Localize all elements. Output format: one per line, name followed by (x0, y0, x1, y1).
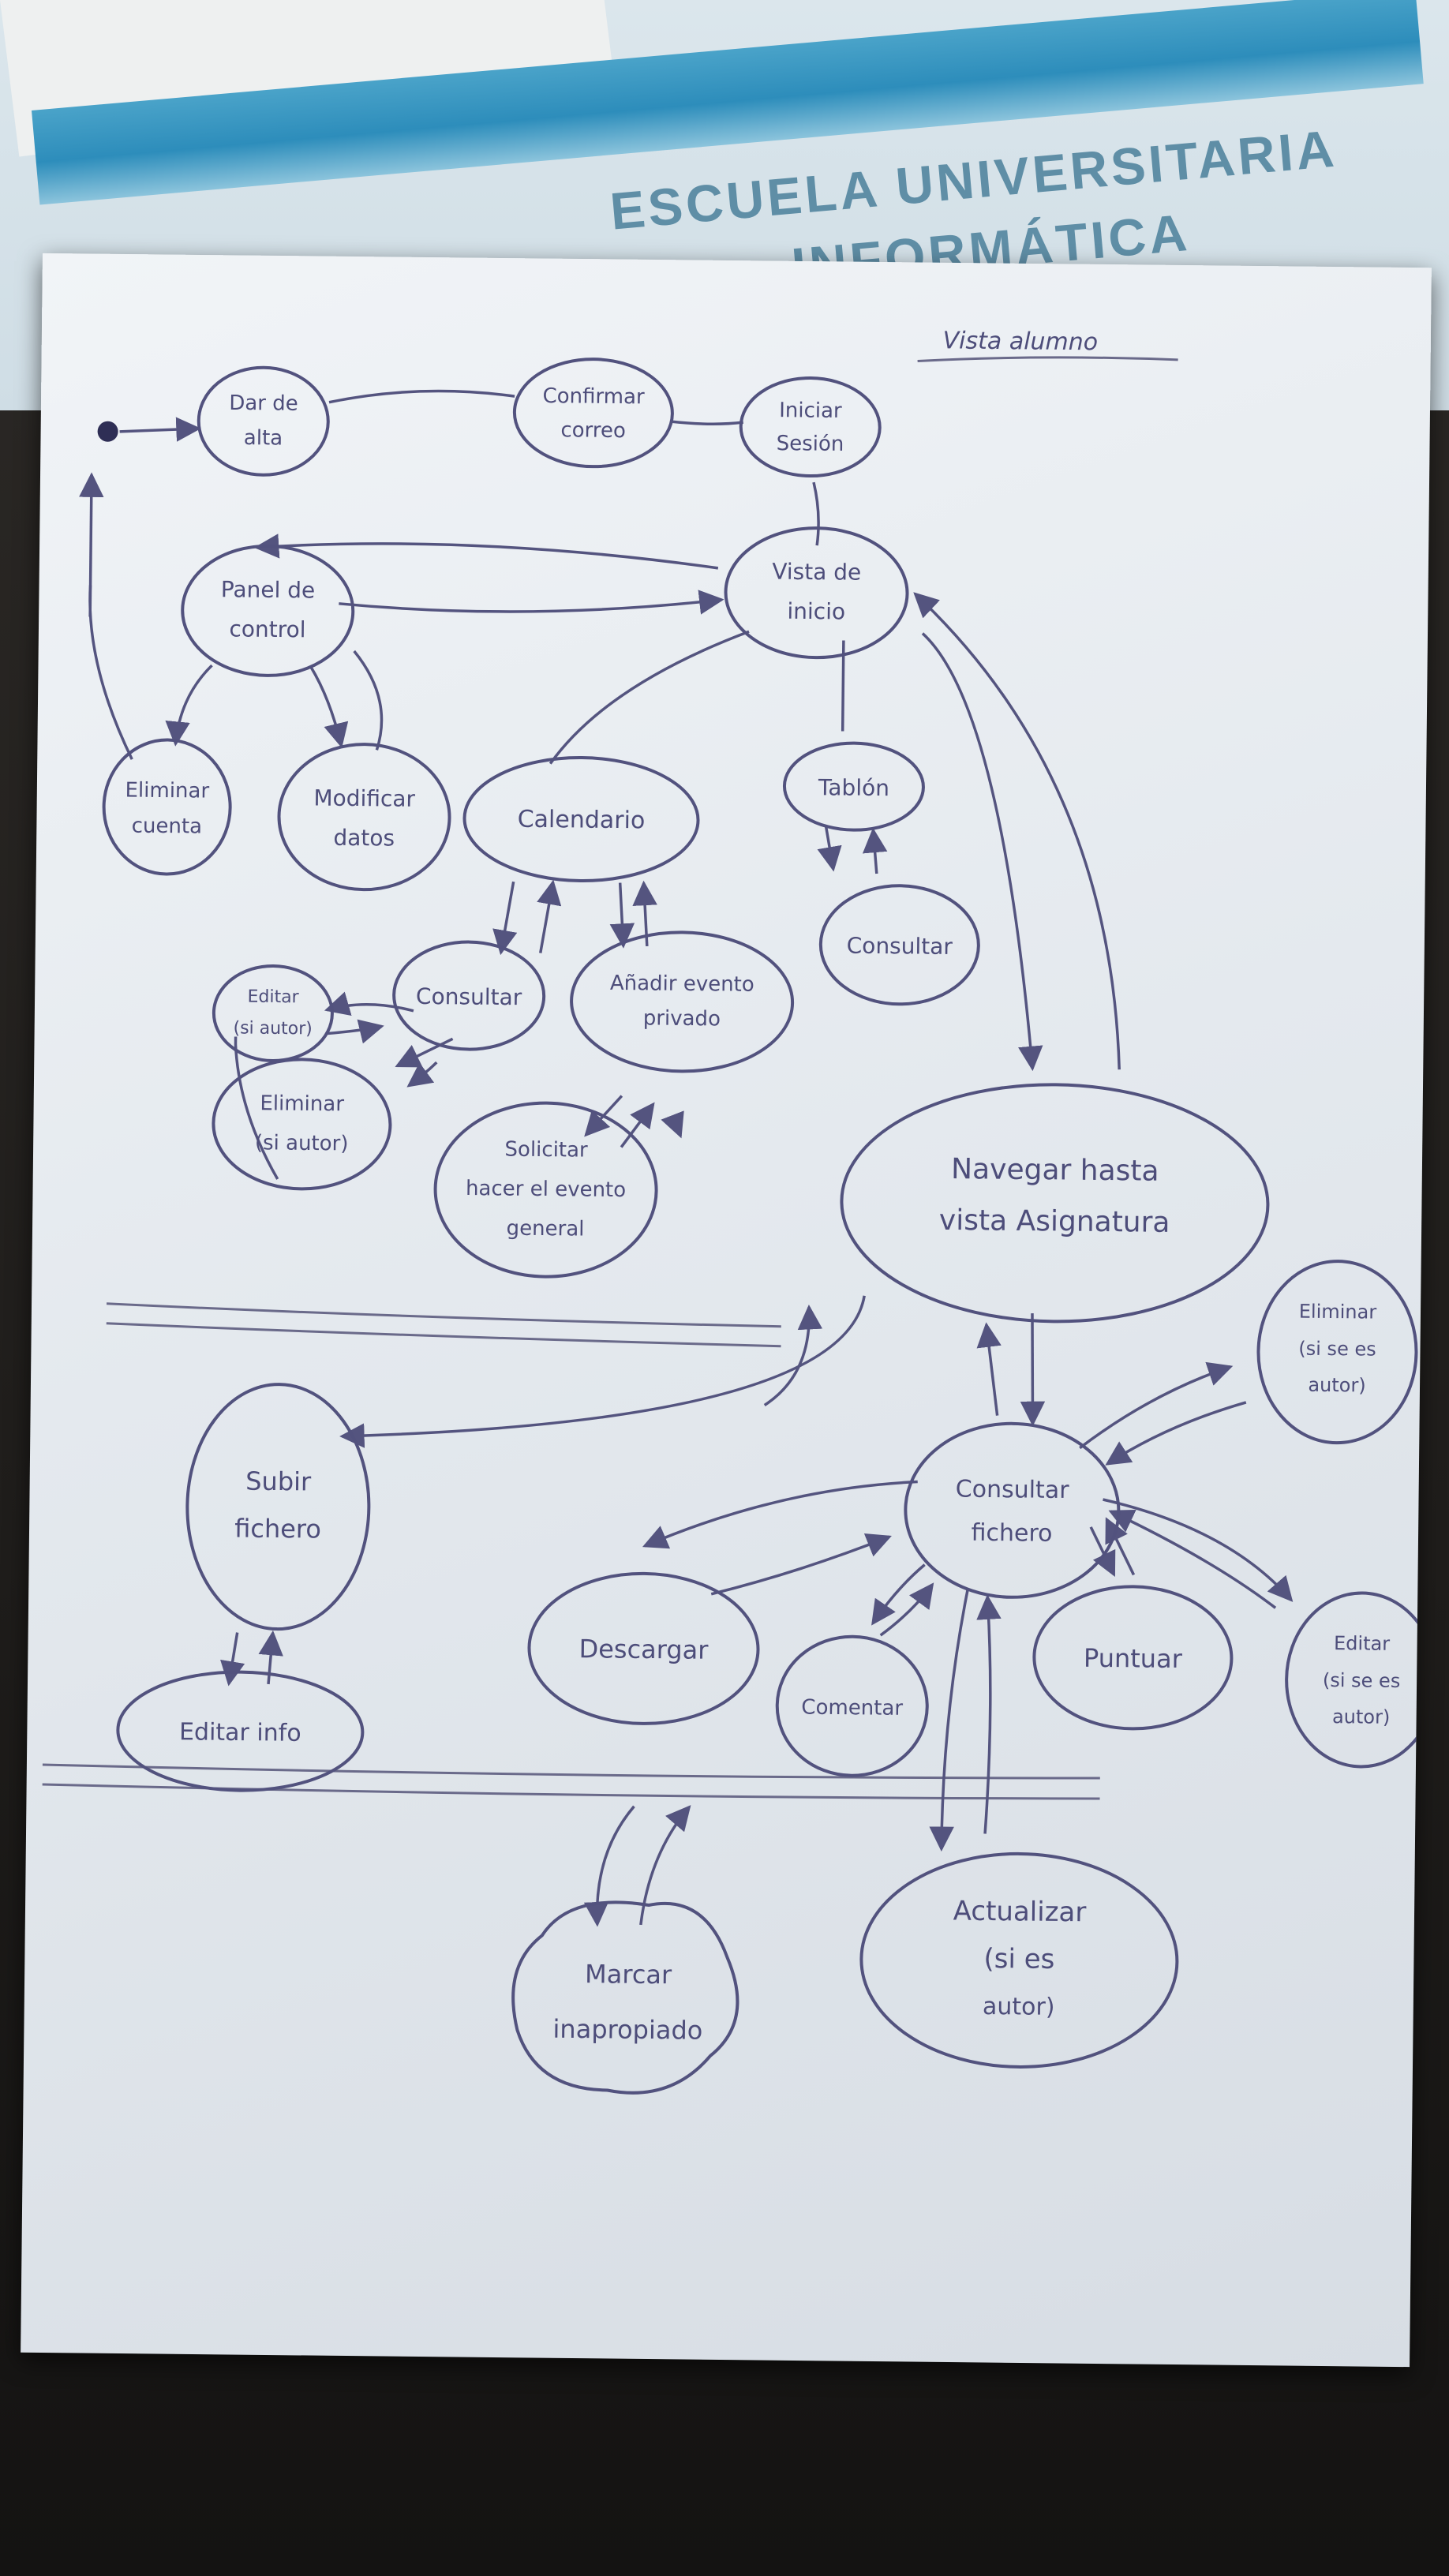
separator-line-upper-2 (106, 1322, 781, 1348)
svg-text:cuenta: cuenta (132, 814, 203, 839)
state-diagram: Vista alumno (42, 327, 1432, 2095)
svg-text:Eliminar: Eliminar (125, 778, 209, 803)
node-puntuar: Puntuar (1032, 1585, 1234, 1731)
node-tablon: Tablón (782, 741, 925, 832)
svg-text:hacer el evento: hacer el evento (466, 1177, 626, 1202)
svg-text:Consultar: Consultar (416, 983, 522, 1010)
svg-text:privado: privado (643, 1006, 721, 1031)
node-subir-fichero: Subir fichero (185, 1383, 371, 1631)
node-modificar-datos: Modificar datos (277, 743, 451, 892)
svg-text:Calendario: Calendario (518, 806, 646, 835)
paper-sheet: Vista alumno (21, 253, 1432, 2368)
node-solicitar-hacer-general: Solicitar hacer el evento general (433, 1101, 658, 1279)
node-confirmar-correo: Confirmar correo (512, 358, 674, 469)
node-calendario: Calendario (462, 756, 700, 883)
svg-text:vista Asignatura: vista Asignatura (939, 1204, 1170, 1239)
svg-text:alta: alta (244, 426, 283, 451)
svg-text:Panel de: Panel de (221, 576, 316, 603)
svg-text:(si autor): (si autor) (255, 1131, 349, 1155)
svg-text:fichero: fichero (971, 1519, 1052, 1548)
svg-text:Solicitar: Solicitar (504, 1138, 588, 1163)
node-consultar-calendario: Consultar (392, 940, 546, 1051)
node-editar-fichero: Editar (si se es autor) (1285, 1591, 1432, 1769)
svg-text:autor): autor) (1332, 1705, 1391, 1728)
svg-text:Descargar: Descargar (578, 1634, 709, 1665)
svg-text:(si es: (si es (983, 1943, 1054, 1975)
node-panel-de-control: Panel de control (181, 544, 355, 677)
node-editar-info: Editar info (116, 1670, 365, 1792)
svg-text:Iniciar: Iniciar (779, 399, 842, 423)
svg-text:Añadir evento: Añadir evento (610, 972, 754, 997)
svg-text:Marcar: Marcar (585, 1959, 672, 1990)
svg-text:Editar info: Editar info (179, 1718, 301, 1747)
svg-text:autor): autor) (1308, 1374, 1366, 1397)
node-marcar-inapropiado: Marcar inapropiado (511, 1900, 739, 2095)
svg-text:Navegar hasta: Navegar hasta (951, 1153, 1159, 1188)
node-consultar-fichero: Consultar fichero (904, 1421, 1121, 1599)
node-vista-de-inicio: Vista de inicio (724, 526, 909, 660)
svg-text:inapropiado: inapropiado (552, 2014, 702, 2046)
diagram-edges (78, 389, 1294, 1927)
svg-text:Subir: Subir (245, 1466, 312, 1497)
svg-text:(si autor): (si autor) (233, 1018, 313, 1039)
svg-text:Modificar: Modificar (313, 784, 415, 811)
node-eliminar-fichero: Eliminar (si se es autor) (1256, 1260, 1418, 1445)
separator-line-upper (106, 1302, 781, 1328)
svg-text:Tablón: Tablón (818, 774, 889, 801)
svg-text:(si se es: (si se es (1323, 1669, 1401, 1692)
svg-text:Vista de: Vista de (772, 559, 861, 586)
svg-text:Editar: Editar (247, 987, 299, 1008)
node-comentar: Comentar (775, 1634, 929, 1777)
node-iniciar-sesion: Iniciar Sesión (739, 376, 882, 478)
node-descargar: Descargar (527, 1571, 760, 1725)
svg-text:Puntuar: Puntuar (1084, 1643, 1183, 1674)
node-eliminar-evento: Eliminar (si autor) (212, 1058, 392, 1191)
svg-text:Eliminar: Eliminar (1299, 1301, 1377, 1324)
node-anadir-evento-privado: Añadir evento privado (570, 930, 795, 1073)
svg-text:general: general (506, 1217, 584, 1241)
svg-text:datos: datos (333, 825, 395, 852)
node-dar-de-alta: Dar de alta (197, 365, 330, 477)
svg-text:control: control (229, 616, 305, 642)
svg-text:Consultar: Consultar (956, 1476, 1070, 1505)
svg-text:inicio: inicio (787, 598, 845, 625)
node-actualizar: Actualizar (si es autor) (859, 1852, 1179, 2069)
node-navegar-hasta-asignatura: Navegar hasta vista Asignatura (840, 1083, 1270, 1324)
svg-text:Dar de: Dar de (229, 391, 298, 416)
node-consultar-tablon: Consultar (818, 884, 980, 1006)
heading-underline (917, 356, 1178, 362)
sheet-heading: Vista alumno (942, 327, 1098, 356)
svg-text:correo: correo (560, 418, 626, 443)
separator-line-lower (42, 1763, 1100, 1780)
node-eliminar-cuenta: Eliminar cuenta (102, 738, 232, 876)
svg-text:Actualizar: Actualizar (953, 1896, 1087, 1929)
svg-text:Sesión: Sesión (777, 432, 844, 456)
svg-text:Comentar: Comentar (801, 1696, 903, 1720)
svg-text:Eliminar: Eliminar (260, 1091, 344, 1116)
svg-text:Editar: Editar (1334, 1632, 1390, 1655)
svg-text:Consultar: Consultar (847, 933, 953, 960)
node-editar-evento: Editar (si autor) (212, 964, 334, 1062)
svg-text:autor): autor) (983, 1993, 1055, 2021)
initial-state-dot (97, 421, 118, 442)
svg-text:(si se es: (si se es (1298, 1338, 1376, 1361)
svg-text:fichero: fichero (234, 1513, 321, 1544)
svg-text:Confirmar: Confirmar (542, 384, 645, 409)
